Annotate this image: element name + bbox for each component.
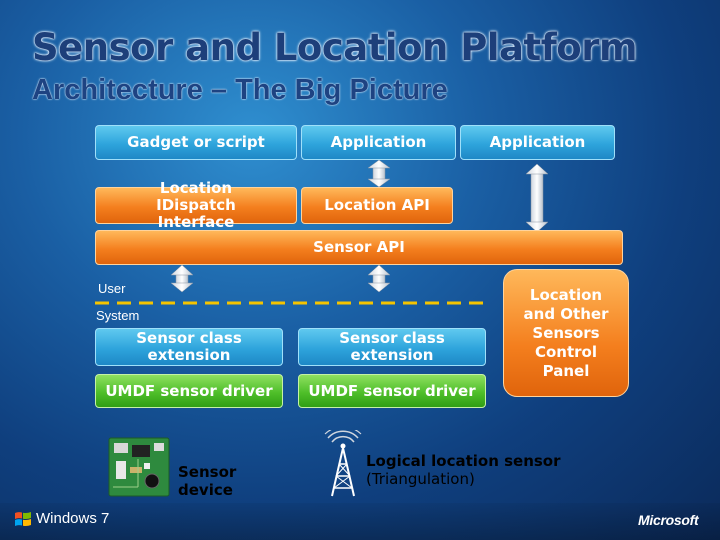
sensor-class-extension-box-1: Sensor class extension [95,328,283,366]
umdf-sensor-driver-box-1: UMDF sensor driver [95,374,283,408]
logical-location-sensor-line2: (Triangulation) [366,470,475,488]
slide-subtitle: Architecture – The Big Picture [32,74,448,106]
logical-location-sensor-line1: Logical location sensor [366,452,561,470]
slide-footer [0,503,720,540]
windows-7-logo-text: Windows 7 [36,510,110,527]
slide-title: Sensor and Location Platform [32,26,638,69]
windows-flag-icon [15,512,31,526]
sensor-class-extension-box-2: Sensor class extension [298,328,486,366]
system-mode-label: System [96,308,140,323]
user-mode-label: User [98,281,126,296]
location-idispatch-interface-box: Location IDispatch Interface [95,180,297,231]
location-api-box: Location API [301,187,453,224]
double-arrow-sensorapi-ext2 [367,264,391,293]
logical-location-sensor-caption: Logical location sensor (Triangulation) [366,452,576,488]
cell-tower-icon [324,430,362,497]
double-arrow-app-sensorapi [525,163,549,233]
sensor-device-caption: Sensor device [178,463,237,499]
location-sensors-control-panel-box: Location and Other Sensors Control Panel [503,269,629,397]
umdf-sensor-driver-box-2: UMDF sensor driver [298,374,486,408]
microsoft-logo-text: Microsoft [638,512,699,528]
sensor-device-board-icon [108,437,170,497]
application-box-2: Application [460,125,615,160]
gadget-or-script-box: Gadget or script [95,125,297,160]
double-arrow-app-locapi [367,159,391,188]
application-box-1: Application [301,125,456,160]
double-arrow-sensorapi-ext1 [170,264,194,293]
sensor-api-bar: Sensor API [95,230,623,265]
